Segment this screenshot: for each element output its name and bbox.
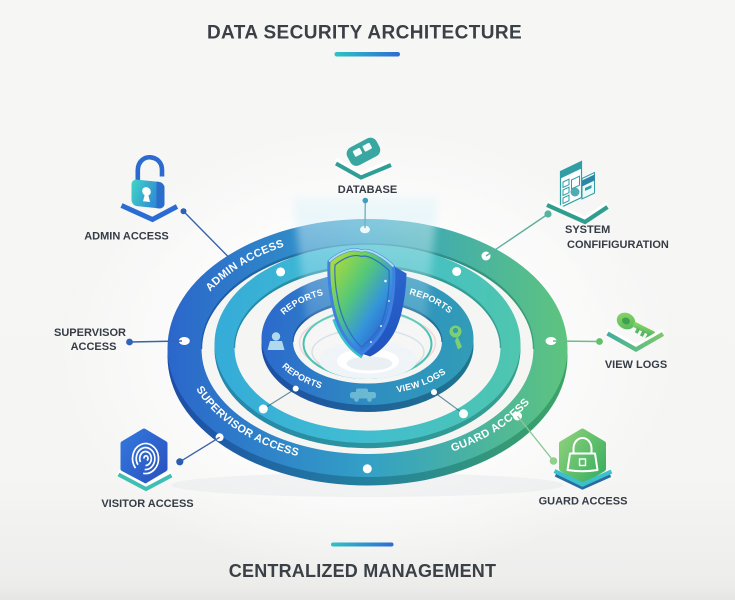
svg-text:CONFIFIGURATION: CONFIFIGURATION — [567, 239, 669, 251]
svg-text:CENTRALIZED MANAGEMENT: CENTRALIZED MANAGEMENT — [229, 561, 496, 581]
svg-text:ACCESS: ACCESS — [71, 341, 117, 353]
svg-text:DATA SECURITY ARCHITECTURE: DATA SECURITY ARCHITECTURE — [207, 23, 522, 44]
svg-text:VIEW LOGS: VIEW LOGS — [605, 359, 667, 371]
svg-text:SUPERVISOR: SUPERVISOR — [54, 327, 126, 339]
svg-text:DATABASE: DATABASE — [338, 184, 397, 196]
svg-text:GUARD ACCESS: GUARD ACCESS — [539, 496, 628, 508]
svg-text:ADMIN ACCESS: ADMIN ACCESS — [84, 231, 169, 243]
svg-text:SYSTEM: SYSTEM — [565, 224, 610, 236]
svg-text:VISITOR ACCESS: VISITOR ACCESS — [101, 498, 193, 510]
